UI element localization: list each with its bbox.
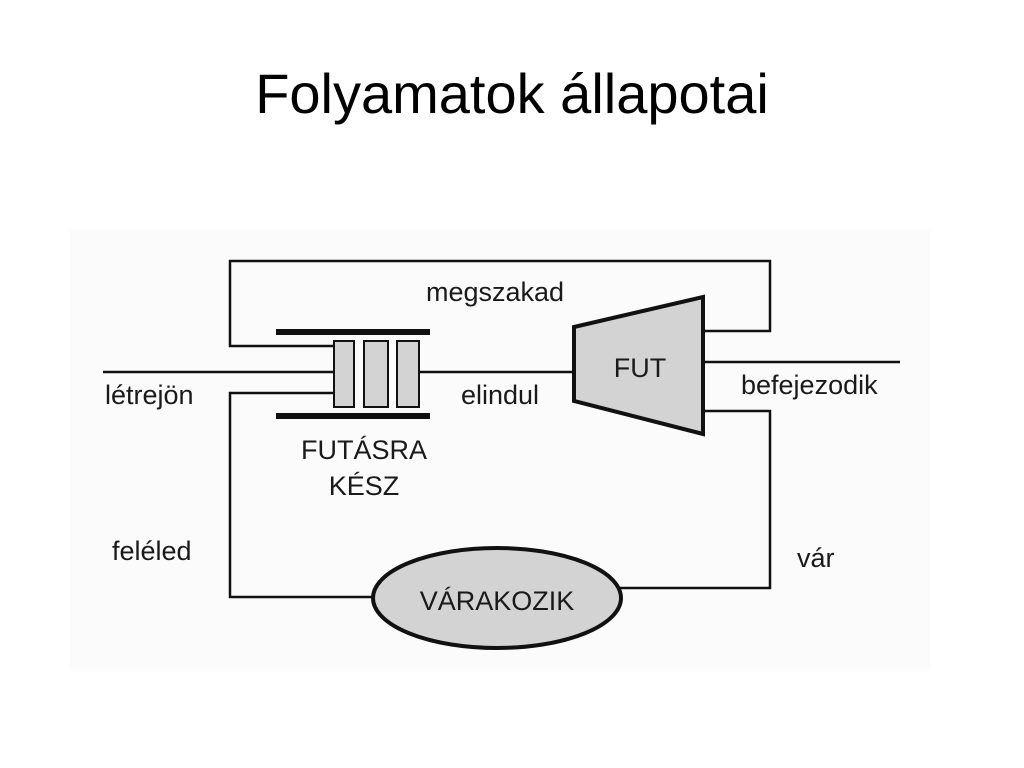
ready-state-label-line1: FUTÁSRA bbox=[301, 435, 427, 465]
wakeup-arrow-line bbox=[228, 391, 376, 599]
label-created: létrejön bbox=[105, 380, 194, 410]
label-waits: vár bbox=[797, 543, 835, 573]
queue-slot bbox=[363, 340, 389, 408]
label-finishes: befejezodik bbox=[741, 370, 878, 400]
waiting-state-label: VÁRAKOZIK bbox=[420, 586, 575, 616]
running-state-shape bbox=[572, 294, 705, 437]
ready-queue bbox=[276, 329, 430, 419]
queue-slot bbox=[396, 340, 420, 408]
wait-arrow-line bbox=[618, 409, 772, 590]
running-state-label: FUT bbox=[614, 353, 666, 383]
waiting-state-shape bbox=[371, 546, 623, 650]
interrupt-arrow-line bbox=[228, 259, 772, 348]
ready-state-label-line2: KÉSZ bbox=[329, 471, 400, 501]
label-starts: elindul bbox=[461, 380, 539, 410]
queue-slot bbox=[333, 340, 355, 408]
label-wakes-up: feléled bbox=[112, 536, 192, 566]
diagram-canvas: megszakad létrejön elindul befejezodik f… bbox=[103, 259, 900, 650]
slide-title: Folyamatok állapotai bbox=[255, 62, 769, 125]
process-state-diagram: megszakad létrejön elindul befejezodik f… bbox=[70, 230, 930, 670]
label-interrupted: megszakad bbox=[426, 277, 564, 307]
connector-lines bbox=[103, 259, 900, 599]
